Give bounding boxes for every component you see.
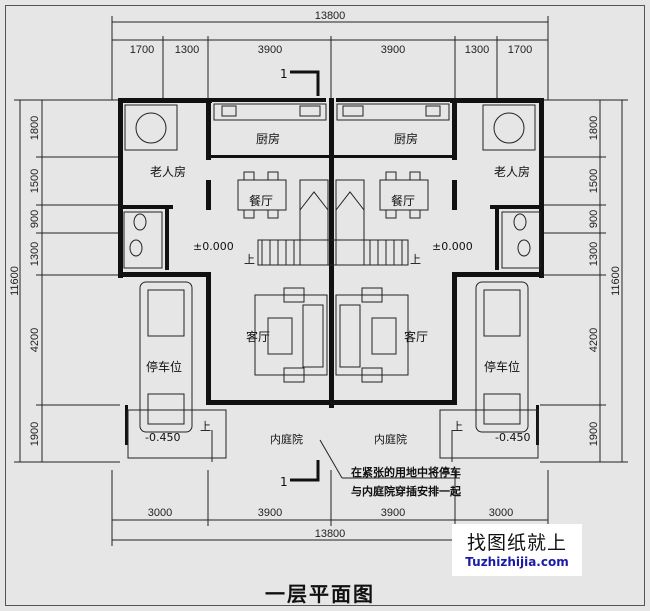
bottom-total-dim: 13800 [315,528,346,540]
bottom-dim-2: 3900 [258,507,282,519]
right-dim-1: 1800 [588,116,600,140]
courtyard-outline [127,409,539,462]
watermark-text: 找图纸就上 [466,532,567,554]
bathrooms [123,211,541,269]
drawing-frame [5,5,645,606]
right-dim-4: 1300 [588,242,600,266]
top-dim-6: 1700 [508,44,532,56]
courtyard-label-right: 内庭院 [374,432,407,446]
yard-level-right: -0.450 [495,431,530,444]
bottom-dim-3: 3900 [381,507,405,519]
left-dim-4: 1300 [29,242,41,266]
right-dim-2: 1500 [588,169,600,193]
top-dim-3: 3900 [258,44,282,56]
floor-level-right: ±0.000 [432,240,473,253]
room-labels: 厨房 厨房 老人房 老人房 餐厅 餐厅 客厅 客厅 停车位 停车位 内庭院 内庭… [145,131,530,446]
left-dim-2: 1500 [29,169,41,193]
left-dim-3: 900 [29,210,41,228]
watermark-url[interactable]: Tuzhizhijia.com [465,555,569,569]
right-dim-5: 4200 [588,328,600,352]
watermark-box [452,524,582,576]
design-note: 在紧张的用地中将停车 与内庭院穿插安排一起 [319,439,462,498]
yard-level-left: -0.450 [145,431,180,444]
top-total-dim: 13800 [315,10,346,22]
floor-level-left: ±0.000 [193,240,234,253]
left-dim-5: 4200 [29,328,41,352]
dining-label-left: 餐厅 [249,193,273,208]
kitchen-counters [213,103,450,121]
up-label-stair-left: 上 [244,253,255,266]
bottom-dim-1: 3000 [148,507,172,519]
kitchen-label-right: 厨房 [394,131,418,146]
left-dim-6: 1900 [29,422,41,446]
living-label-right: 客厅 [404,329,428,344]
note-line-1: 在紧张的用地中将停车 [351,465,461,479]
elder-beds [124,104,536,151]
dining-label-right: 餐厅 [391,193,415,208]
left-dimension-chain: 11600 1800 1500 900 1300 4200 1900 [9,99,120,463]
left-total-dim: 11600 [9,266,21,296]
elder-room-label-right: 老人房 [494,164,530,179]
living-furniture [254,287,409,383]
up-label-stair-right: 上 [410,253,421,266]
right-total-dim: 11600 [610,266,622,296]
kitchen-label-left: 厨房 [256,131,280,146]
left-dim-1: 1800 [29,116,41,140]
parking-label-right: 停车位 [484,359,520,374]
bottom-dimension-chain: 3000 3900 3900 3000 13800 [111,470,549,546]
right-dim-6: 1900 [588,422,600,446]
bottom-dim-4: 3000 [489,507,513,519]
up-label-yard-left: 上 [200,420,211,433]
top-dim-4: 3900 [381,44,405,56]
top-dim-1: 1700 [130,44,154,56]
elder-room-label-left: 老人房 [150,164,186,179]
parking-label-left: 停车位 [146,359,182,374]
section-mark-bottom: 1 [280,475,288,489]
living-label-left: 客厅 [246,329,270,344]
right-dim-3: 900 [588,210,600,228]
top-dimension-chain: 13800 1700 1300 3900 3900 1300 1700 [111,10,549,100]
note-line-2: 与内庭院穿插安排一起 [351,484,462,498]
right-dimension-chain: 1800 1500 900 1300 4200 1900 11600 [540,99,628,463]
drawing-title: 一层平面图 [265,582,375,606]
courtyard-label-left: 内庭院 [270,432,303,446]
section-marks: 1 1 [280,67,320,489]
walls [118,98,544,445]
dining-tables [237,171,429,219]
parked-cars [139,281,529,433]
top-dim-5: 1300 [465,44,489,56]
section-mark-top: 1 [280,67,288,81]
stair [257,179,409,266]
up-label-yard-right: 上 [452,420,463,433]
top-dim-2: 1300 [175,44,199,56]
